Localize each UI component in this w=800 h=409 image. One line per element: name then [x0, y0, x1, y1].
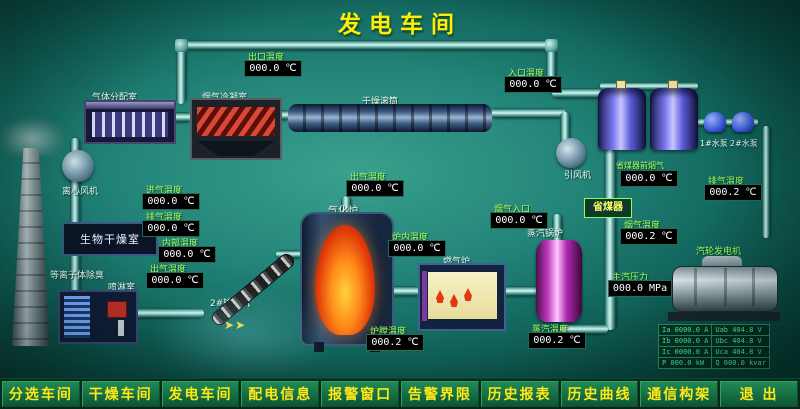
temp-readout: 000.0 ℃ — [504, 76, 562, 93]
temp-readout: 000.0 ℃ — [244, 60, 302, 77]
table-row: Ic 0000.0 A Uca 404.8 V — [657, 346, 770, 358]
pipe-elbow — [545, 39, 558, 52]
temp-readout: 000.0 ℃ — [346, 180, 404, 197]
flame-icon — [436, 290, 444, 303]
menu-exit[interactable]: 退 出 — [720, 381, 798, 407]
turbine-generator[interactable] — [668, 256, 780, 324]
induced-fan[interactable] — [556, 138, 586, 168]
tank-fitting — [616, 80, 626, 89]
gas-distribution-core — [92, 112, 168, 137]
generator-base — [668, 312, 780, 321]
water-pump-2[interactable] — [732, 112, 754, 132]
chimney-bands — [12, 148, 50, 346]
table-cell: Ic 0000.0 A — [657, 346, 713, 358]
plasma-spray-unit[interactable] — [58, 290, 138, 344]
generator-readout-table: Ia 0000.0 A Uab 404.8 V Ib 0000.0 A Ubc … — [657, 324, 770, 369]
table-row: Ia 0000.0 A Uab 404.8 V — [657, 324, 770, 336]
table-cell: Uab 404.8 V — [711, 324, 770, 336]
bottom-menu-bar: 分选车间 干燥车间 发电车间 配电信息 报警窗口 告警界限 历史报表 历史曲线 … — [0, 378, 800, 409]
menu-history-curve[interactable]: 历史曲线 — [560, 381, 639, 407]
temp-readout: 000.2 ℃ — [620, 228, 678, 245]
menu-comm-structure[interactable]: 通信构架 — [640, 381, 719, 407]
pipe — [604, 150, 616, 330]
table-cell: P 000.0 kW — [657, 357, 713, 369]
flame-icon — [464, 288, 472, 301]
drum-stripes — [288, 104, 492, 132]
pipe — [490, 108, 566, 118]
menu-sorting-workshop[interactable]: 分选车间 — [2, 381, 80, 407]
gasifier-leg — [314, 342, 324, 352]
table-cell: Uca 404.8 V — [711, 346, 770, 358]
table-cell: Ia 0000.0 A — [657, 324, 713, 336]
page-title: 发电车间 — [338, 12, 462, 38]
condenser-core — [197, 107, 275, 136]
gas-furnace[interactable] — [418, 263, 506, 331]
temp-readout: 000.0 ℃ — [158, 246, 216, 263]
pipe-elbow — [175, 39, 188, 52]
temp-readout: 000.0 ℃ — [388, 240, 446, 257]
generator-rib — [752, 268, 755, 306]
steam-boiler[interactable] — [536, 240, 582, 322]
water-tank-2[interactable] — [650, 88, 698, 150]
water-tank-1[interactable] — [598, 88, 646, 150]
gas-furnace-strip — [422, 271, 427, 321]
table-cell: Ubc 404.8 V — [711, 335, 770, 347]
table-cell: Ib 0000.0 A — [657, 335, 713, 347]
table-cell: Q 000.0 kvar — [711, 357, 770, 369]
plasma-pipe — [118, 320, 124, 336]
temp-readout: 000.2 ℃ — [704, 184, 762, 201]
table-row: Ib 0000.0 A Ubc 404.8 V — [657, 335, 770, 347]
conveyor[interactable] — [209, 250, 297, 329]
temp-readout: 000.2 ℃ — [528, 332, 586, 349]
water-pump-1[interactable] — [704, 112, 726, 132]
table-row: P 000.0 kW Q 000.0 kvar — [657, 357, 770, 369]
menu-power-workshop[interactable]: 发电车间 — [161, 381, 240, 407]
menu-distribution-info[interactable]: 配电信息 — [241, 381, 320, 407]
pipe — [132, 308, 204, 318]
plasma-label: 等离子体除臭 — [50, 271, 105, 281]
generator-rib — [724, 268, 727, 306]
economizer[interactable]: 省煤器 — [584, 198, 632, 218]
menu-alarm-limits[interactable]: 告警界限 — [400, 381, 479, 407]
gas-distribution-top — [86, 102, 174, 109]
tank-fitting — [668, 80, 678, 89]
menu-alarm-window[interactable]: 报警窗口 — [321, 381, 399, 407]
temp-readout: 000.0 ℃ — [142, 193, 200, 210]
centrifugal-fan-label: 离心风机 — [62, 187, 99, 197]
menu-history-report[interactable]: 历史报表 — [480, 381, 559, 407]
induced-fan-label: 引风机 — [564, 171, 592, 181]
pump2-label: 2#水泵 — [730, 139, 758, 148]
bio-drying-label: 生物干燥室 — [80, 233, 140, 246]
flow-arrows-icon: ➤➤ — [224, 318, 247, 332]
pump1-label: 1#水泵 — [700, 139, 728, 148]
flame-icon — [450, 294, 458, 307]
pipe — [180, 40, 552, 50]
plasma-red-unit — [107, 301, 127, 318]
plasma-grid — [64, 296, 90, 338]
flue-gas-condenser[interactable] — [190, 98, 282, 160]
temp-readout: 000.0 ℃ — [620, 170, 678, 187]
generator-rib — [694, 268, 697, 306]
temp-readout: 000.0 ℃ — [490, 212, 548, 229]
gas-distribution-room[interactable] — [84, 100, 176, 144]
chimney — [12, 148, 50, 346]
drying-drum[interactable] — [288, 104, 492, 132]
pressure-readout: 000.0 MPa — [608, 280, 672, 297]
menu-drying-workshop[interactable]: 干燥车间 — [81, 381, 160, 407]
condenser-hopper — [197, 141, 275, 156]
gasifier-flame — [315, 225, 375, 335]
temp-readout: 000.2 ℃ — [366, 334, 424, 351]
temp-readout: 000.0 ℃ — [142, 220, 200, 237]
temp-readout: 000.0 ℃ — [146, 272, 204, 289]
pipe — [390, 286, 420, 296]
pipe — [762, 126, 770, 238]
centrifugal-fan[interactable] — [62, 150, 94, 182]
gas-furnace-panel — [428, 272, 497, 319]
